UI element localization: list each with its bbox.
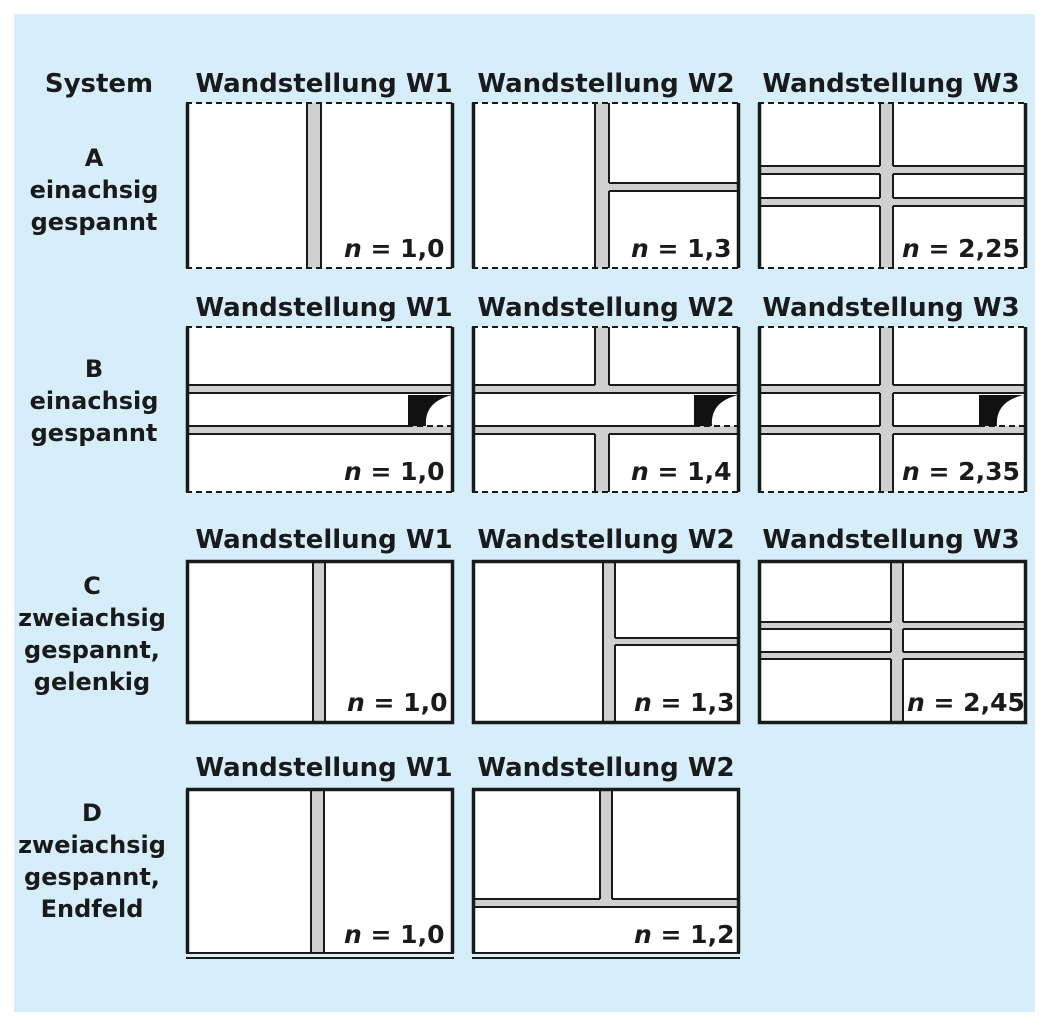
system-label-b: B einachsig gespannt <box>30 355 159 447</box>
system-line: gespannt, <box>24 636 160 664</box>
slab-c-w3: n = 2,45 <box>757 559 1028 725</box>
slab-b-w3: n = 2,35 <box>757 326 1028 493</box>
n-factor-label: n = 1,0 <box>344 457 444 486</box>
system-letter: C <box>83 572 101 600</box>
system-line: gelenkig <box>34 668 150 696</box>
n-factor-label: n = 1,0 <box>344 920 444 949</box>
n-factor-label: n = 2,25 <box>902 234 1020 263</box>
system-line: zweiachsig <box>18 831 166 859</box>
header-row-c-w3: Wandstellung W3 <box>762 525 1019 555</box>
slab-b-w2: n = 1,4 <box>471 326 741 493</box>
wall-position-diagram: System Wandstellung W1 Wandstellung W2 W… <box>18 69 1028 959</box>
n-factor-label: n = 1,0 <box>344 234 444 263</box>
n-factor-label: n = 1,0 <box>347 688 447 717</box>
slab-d-w2: n = 1,2 <box>471 787 741 959</box>
n-factor-label: n = 1,2 <box>634 920 734 949</box>
system-letter: D <box>82 799 102 827</box>
system-label-d: D zweiachsig gespannt, Endfeld <box>18 799 166 923</box>
n-factor-label: n = 1,3 <box>634 688 734 717</box>
system-header: System <box>45 69 153 99</box>
slab-b-w1: n = 1,0 <box>185 326 455 493</box>
diagram-panel: System Wandstellung W1 Wandstellung W2 W… <box>14 14 1035 1012</box>
header-row-b-w2: Wandstellung W2 <box>477 293 734 323</box>
n-factor-label: n = 1,3 <box>631 234 731 263</box>
header-row-c-w2: Wandstellung W2 <box>477 525 734 555</box>
system-letter: B <box>85 355 103 383</box>
slab-d-w1: n = 1,0 <box>185 787 455 959</box>
system-letter: A <box>85 144 104 172</box>
header-row-d-w2: Wandstellung W2 <box>477 753 734 783</box>
cantilever-marker-icon <box>979 395 1023 426</box>
header-row-b-w1: Wandstellung W1 <box>195 293 452 323</box>
system-line: einachsig <box>30 387 159 415</box>
slab-c-w2: n = 1,3 <box>471 559 741 725</box>
slab-a-w1: n = 1,0 <box>185 102 455 269</box>
header-row-a-w1: Wandstellung W1 <box>195 69 452 99</box>
system-line: gespannt <box>31 208 158 236</box>
n-factor-label: n = 1,4 <box>631 457 731 486</box>
system-line: zweiachsig <box>18 604 166 632</box>
slab-a-w3: n = 2,25 <box>757 102 1028 269</box>
n-factor-label: n = 2,45 <box>907 688 1025 717</box>
n-factor-label: n = 2,35 <box>902 457 1020 486</box>
system-line: einachsig <box>30 176 159 204</box>
system-label-a: A einachsig gespannt <box>30 144 159 236</box>
system-line: gespannt, <box>24 863 160 891</box>
header-row-a-w3: Wandstellung W3 <box>762 69 1019 99</box>
header-row-a-w2: Wandstellung W2 <box>477 69 734 99</box>
system-line: Endfeld <box>41 895 144 923</box>
header-row-b-w3: Wandstellung W3 <box>762 293 1019 323</box>
header-row-d-w1: Wandstellung W1 <box>195 753 452 783</box>
cantilever-marker-icon <box>694 395 738 426</box>
slab-c-w1: n = 1,0 <box>185 559 455 725</box>
system-line: gespannt <box>31 419 158 447</box>
system-label-c: C zweiachsig gespannt, gelenkig <box>18 572 166 696</box>
cantilever-marker-icon <box>408 395 452 426</box>
slab-a-w2: n = 1,3 <box>471 102 741 269</box>
header-row-c-w1: Wandstellung W1 <box>195 525 452 555</box>
